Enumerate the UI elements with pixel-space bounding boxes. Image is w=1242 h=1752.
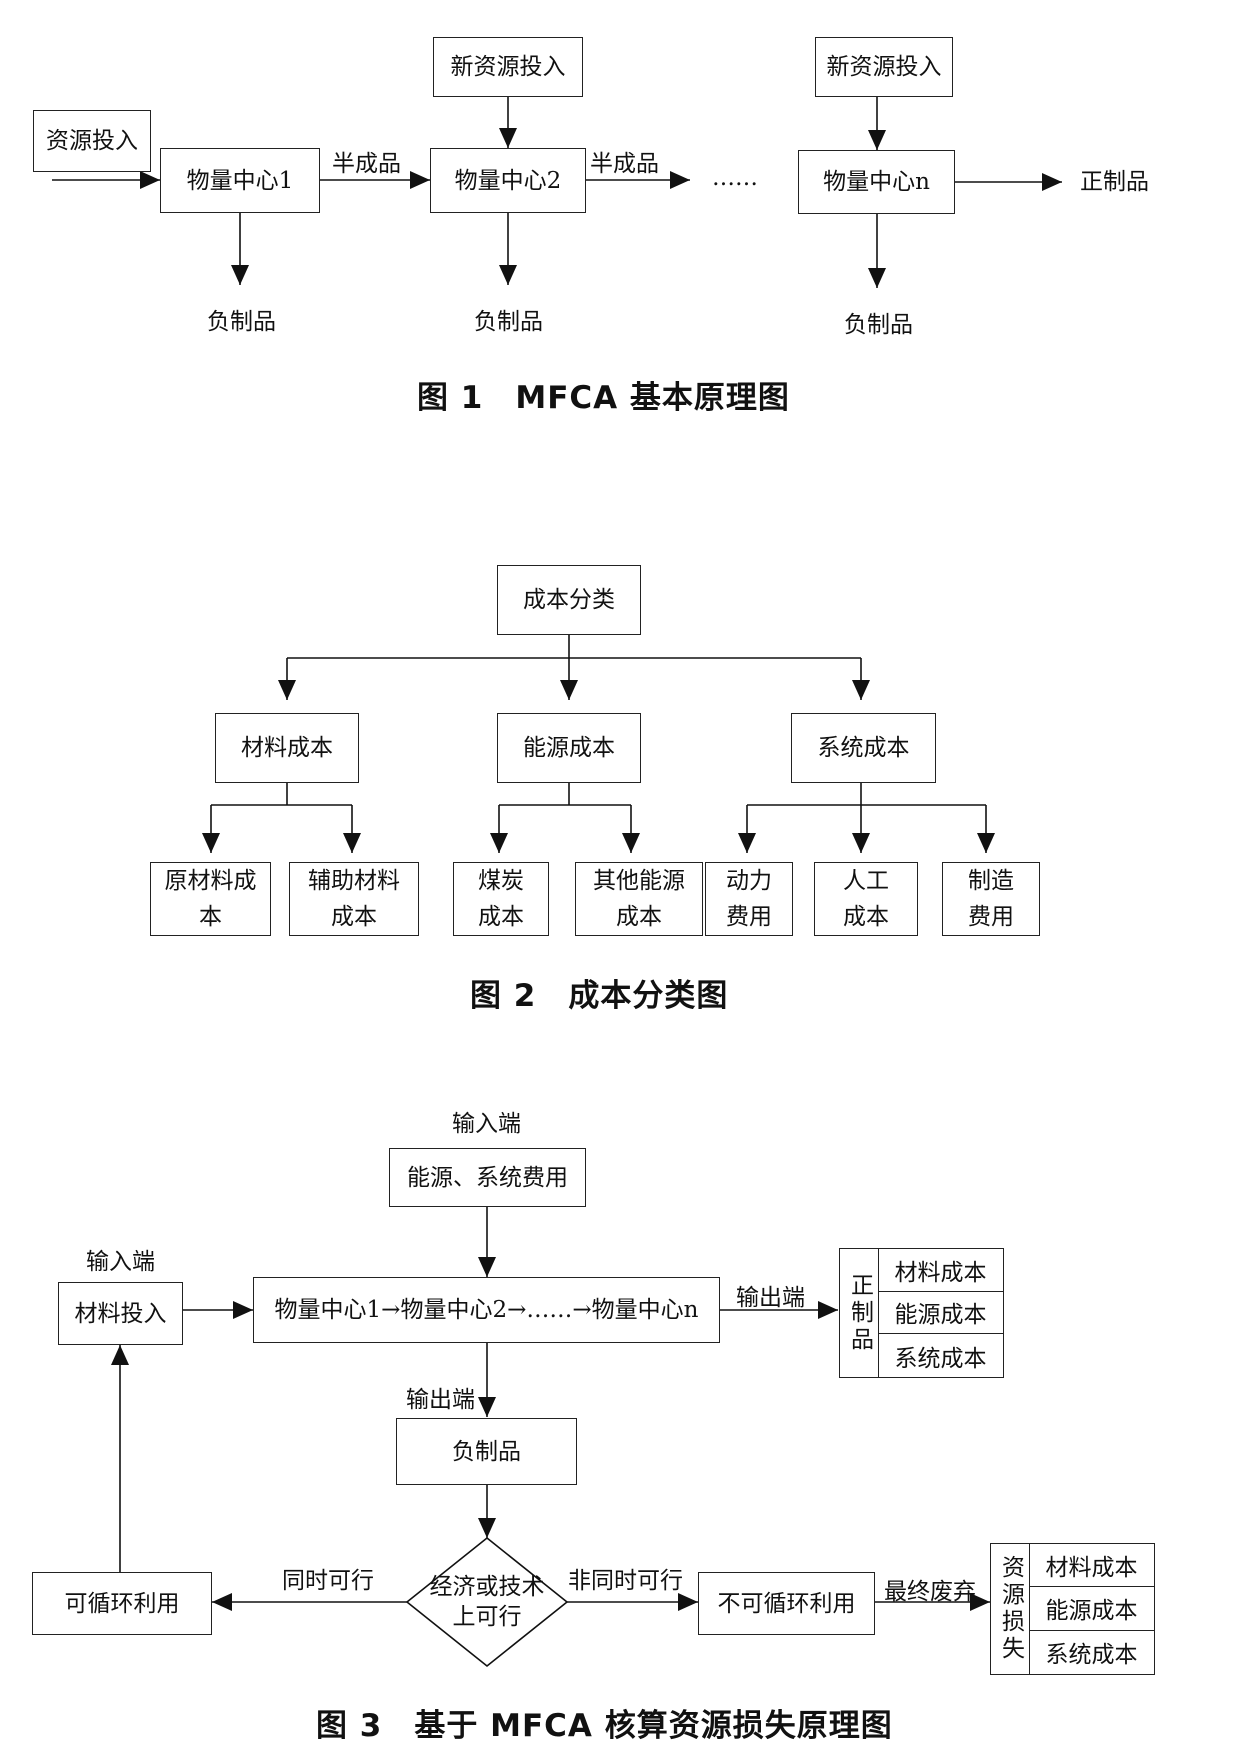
- positive-product-table: 正制品 材料成本 能源成本 系统成本: [839, 1248, 1004, 1378]
- material-center-2: 物量中心2: [430, 148, 586, 213]
- ellipsis-label: ……: [712, 165, 758, 191]
- material-center-1: 物量中心1: [160, 148, 320, 213]
- negative-product-label-1: 负制品: [207, 309, 276, 335]
- energy-cost-box: 能源成本: [497, 713, 641, 783]
- leaf-other-energy-cost: 其他能源成本: [575, 862, 703, 936]
- leaf-raw-material-cost: 原材料成本: [150, 862, 271, 936]
- positive-row-energy: 能源成本: [878, 1292, 1003, 1335]
- loss-row-system: 系统成本: [1045, 1642, 1138, 1669]
- positive-row-system: 系统成本: [894, 1345, 987, 1372]
- recyclable-box: 可循环利用: [32, 1572, 212, 1635]
- cost-classification-root: 成本分类: [497, 565, 641, 635]
- resource-input-box: 资源投入: [33, 110, 151, 172]
- non-recyclable-box: 不可循环利用: [698, 1572, 875, 1635]
- semi-product-label-2: 半成品: [590, 151, 659, 177]
- material-center-n: 物量中心n: [798, 150, 955, 214]
- decision-diamond: [405, 1536, 569, 1668]
- final-waste-label: 最终废弃: [884, 1579, 976, 1605]
- material-input-box: 材料投入: [58, 1282, 183, 1345]
- input-end-label-left: 输入端: [86, 1249, 155, 1275]
- output-end-label-down: 输出端: [406, 1387, 475, 1413]
- leaf-auxiliary-material-cost: 辅助材料成本: [289, 862, 419, 936]
- material-cost-box: 材料成本: [215, 713, 359, 783]
- loss-row-energy: 能源成本: [1029, 1587, 1154, 1631]
- figure-3-caption: 图 3 基于 MFCA 核算资源损失原理图: [316, 1708, 893, 1744]
- loss-row-material: 材料成本: [1029, 1544, 1154, 1588]
- leaf-coal-cost: 煤炭成本: [453, 862, 549, 936]
- negative-product-label-3: 负制品: [844, 312, 913, 338]
- leaf-manufacturing-expense: 制造费用: [942, 862, 1040, 936]
- decision-label: 经济或技术上可行: [429, 1574, 545, 1630]
- figure-2-caption: 图 2 成本分类图: [470, 978, 729, 1014]
- negative-product-box: 负制品: [396, 1418, 577, 1485]
- both-feasible-label: 同时可行: [282, 1568, 374, 1594]
- negative-product-label-2: 负制品: [474, 309, 543, 335]
- input-end-label-top: 输入端: [452, 1111, 521, 1137]
- system-cost-box: 系统成本: [791, 713, 936, 783]
- leaf-power-expense: 动力费用: [705, 862, 793, 936]
- new-resource-input-1: 新资源投入: [433, 37, 583, 97]
- not-both-feasible-label: 非同时可行: [568, 1568, 683, 1594]
- positive-product-label: 正制品: [1080, 169, 1149, 195]
- resource-loss-table: 资源损失 材料成本 能源成本 系统成本: [990, 1543, 1155, 1675]
- output-end-label-right: 输出端: [736, 1285, 805, 1311]
- semi-product-label-1: 半成品: [332, 151, 401, 177]
- positive-product-side-label: 正制品: [840, 1249, 879, 1377]
- material-center-chain: 物量中心1→物量中心2→……→物量中心n: [253, 1277, 720, 1343]
- energy-system-cost-box: 能源、系统费用: [389, 1148, 586, 1207]
- leaf-labor-cost: 人工成本: [814, 862, 918, 936]
- figure-1-caption: 图 1 MFCA 基本原理图: [417, 380, 790, 416]
- new-resource-input-2: 新资源投入: [815, 37, 953, 97]
- resource-loss-side-label: 资源损失: [991, 1544, 1030, 1674]
- positive-row-material: 材料成本: [878, 1249, 1003, 1292]
